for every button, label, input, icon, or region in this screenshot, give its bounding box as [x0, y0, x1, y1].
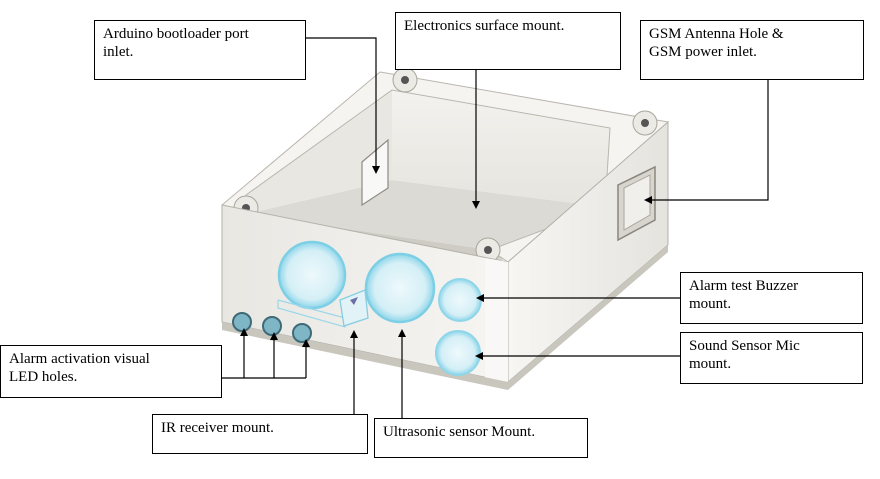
- arrowhead: [475, 352, 483, 360]
- leader-arduino: [306, 37, 377, 168]
- arrowhead: [476, 294, 484, 302]
- callout-arduino-port: Arduino bootloader port inlet.: [94, 20, 306, 80]
- led-hole-2: [262, 316, 282, 336]
- callout-ultrasonic-mount: Ultrasonic sensor Mount.: [374, 418, 588, 458]
- inner-back-left-wall: [246, 90, 392, 214]
- arrowhead: [372, 166, 380, 174]
- led-hole-1: [232, 312, 252, 332]
- leader-gsm: [650, 80, 769, 201]
- inner-back-right-wall: [392, 90, 610, 207]
- inner-floor: [246, 180, 605, 250]
- arrowhead: [240, 328, 248, 336]
- ultrasonic-hole-right: [364, 252, 436, 324]
- ir-receiver-mount: [339, 289, 369, 327]
- buzzer-hole: [438, 278, 482, 322]
- enclosure-box: [221, 67, 670, 390]
- corner-screw-hole: [641, 119, 649, 127]
- arrowhead: [270, 332, 278, 340]
- leader-lines: [222, 37, 769, 418]
- callout-electronics-mount: Electronics surface mount.: [395, 12, 621, 70]
- arrowhead: [644, 196, 652, 204]
- front-right-edge: [485, 258, 508, 382]
- led-hole-3: [292, 323, 312, 343]
- arrowhead: [398, 329, 406, 337]
- callout-buzzer-mount: Alarm test Buzzer mount.: [680, 272, 863, 324]
- mic-hole: [435, 330, 481, 376]
- callout-gsm-antenna: GSM Antenna Hole & GSM power inlet.: [640, 20, 864, 80]
- arduino-port-slot: [361, 138, 389, 207]
- corner-screw-hole: [484, 246, 492, 254]
- leader-arrowheads: [240, 166, 652, 360]
- ir-receiver-marker: [350, 297, 358, 305]
- arrowhead: [350, 330, 358, 338]
- callout-led-holes: Alarm activation visual LED holes.: [0, 345, 222, 398]
- callout-sound-mic-mount: Sound Sensor Mic mount.: [680, 332, 863, 384]
- arrowhead: [472, 201, 480, 209]
- arrowhead: [302, 339, 310, 347]
- callout-ir-receiver: IR receiver mount.: [152, 414, 368, 454]
- corner-screw-hole: [401, 76, 409, 84]
- ultrasonic-bracket: [277, 299, 346, 328]
- ultrasonic-hole-left: [277, 240, 347, 310]
- gsm-antenna-slot-inner: [623, 174, 651, 231]
